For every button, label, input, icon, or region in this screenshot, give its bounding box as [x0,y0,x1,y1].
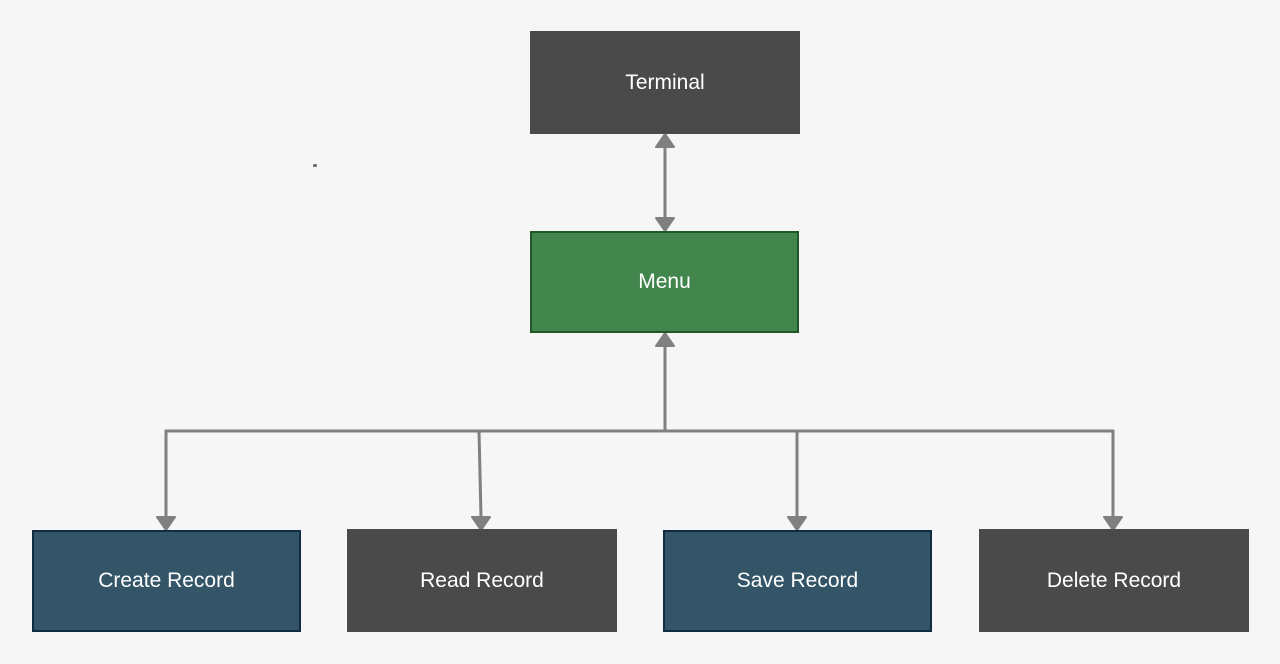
arrowhead-save [787,516,807,531]
node-delete-record-label: Delete Record [1046,568,1182,592]
arrowhead-terminal [655,133,675,148]
node-terminal[interactable]: Terminal [530,31,800,134]
node-save-record[interactable]: Save Record [663,530,932,632]
node-menu[interactable]: Menu [530,231,799,333]
node-create-record[interactable]: Create Record [32,530,301,632]
stray-dot [313,164,317,167]
arrowhead-create [156,516,176,531]
node-read-record[interactable]: Read Record [347,529,617,632]
node-save-record-label: Save Record [736,569,859,592]
connector-to-read [477,429,483,519]
arrowhead-read [471,516,491,531]
node-terminal-label: Terminal [625,70,705,94]
arrowhead-menu-top [655,217,675,232]
node-create-record-label: Create Record [98,569,235,592]
node-menu-label: Menu [638,270,691,293]
arrowhead-delete [1103,516,1123,531]
arrowhead-menu-bottom [655,332,675,347]
node-read-record-label: Read Record [420,568,544,592]
node-delete-record[interactable]: Delete Record [979,529,1249,632]
